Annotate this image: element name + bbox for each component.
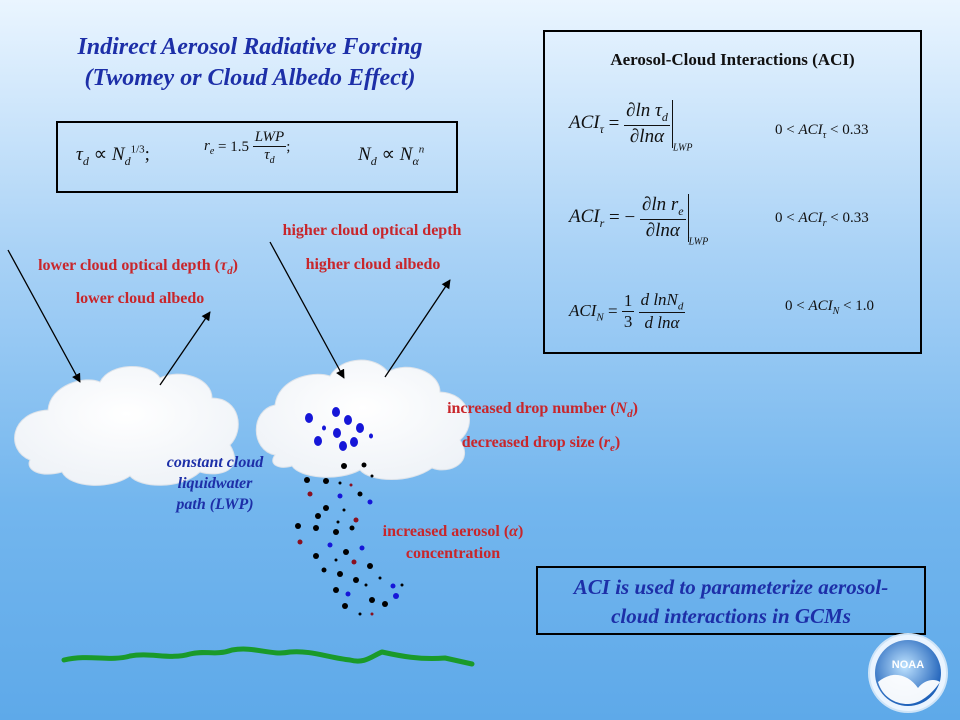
aci-n-equation: ACIN = 1 3 d lnNd d lnα (569, 290, 686, 333)
left-cloud-shape (14, 366, 239, 486)
reflected-radiation-left-arrow (159, 311, 211, 386)
cloud-droplets (305, 407, 373, 451)
relation-re-lwp: re = 1.5 LWP τd ; (204, 129, 291, 166)
aerosol-concentration-label: increased aerosol (α) concentration (382, 523, 524, 562)
title-line-2: (Twomey or Cloud Albedo Effect) (84, 65, 416, 91)
aerosol-particle (295, 523, 301, 529)
ground-line (61, 646, 475, 667)
aerosol-particle (323, 505, 329, 511)
aerosol-particle (361, 462, 367, 468)
aerosol-particle (378, 576, 382, 580)
aerosol-particle (342, 603, 348, 609)
relations-box: τd ∝ Nd1/3; re = 1.5 LWP τd ; Nd ∝ Nαn (56, 121, 458, 193)
aerosol-particle (358, 612, 362, 616)
right-cloud-optical-depth-label: higher cloud optical depth (282, 222, 462, 239)
aci-r-range: 0 < ACIr < 0.33 (775, 210, 869, 229)
aerosol-particle (364, 583, 368, 587)
aerosol-particle (353, 517, 359, 523)
aerosol-particle (367, 499, 373, 505)
noaa-logo: NOAA (868, 633, 948, 713)
aerosol-particle (323, 478, 329, 484)
incoming-radiation-right-arrow (269, 241, 345, 379)
aerosol-particle (333, 529, 339, 535)
aerosol-particle (333, 587, 339, 593)
left-cloud (14, 366, 239, 486)
aerosol-particle (297, 539, 303, 545)
slide-title: Indirect Aerosol Radiative Forcing (Twom… (0, 32, 500, 94)
cloud-droplet (369, 433, 373, 439)
aci-tau-range: 0 < ACIτ < 0.33 (775, 122, 869, 141)
aci-tau-equation: ACIτ = ∂ln τd ∂lnα LWP (569, 100, 693, 154)
lwp-over-tau-fraction: LWP τd (252, 129, 287, 166)
noaa-seagull-icon (878, 674, 940, 704)
aerosol-particle (337, 493, 343, 499)
aerosol-particle (313, 525, 319, 531)
aci-note-box: ACI is used to parameterize aerosol- clo… (536, 566, 926, 635)
cloud-droplet (322, 425, 326, 431)
right-cloud (255, 359, 470, 480)
aerosol-particle (315, 513, 321, 519)
aerosol-particle (304, 477, 310, 483)
drop-number-label: increased drop number (Nd) (447, 400, 638, 421)
aerosol-particle (343, 549, 349, 555)
aerosol-particle (341, 463, 347, 469)
aerosol-particle (321, 567, 327, 573)
aerosol-particles (295, 462, 404, 616)
aerosol-particle (370, 612, 374, 616)
left-cloud-albedo-label: lower cloud albedo (75, 290, 205, 307)
aerosol-particle (342, 508, 346, 512)
note-line-1: ACI is used to parameterize aerosol- (573, 575, 889, 599)
aerosol-particle (370, 474, 374, 478)
cloud-droplet (350, 437, 358, 447)
aerosol-particle (357, 491, 363, 497)
title-line-1: Indirect Aerosol Radiative Forcing (77, 34, 423, 60)
left-cloud-optical-depth-label: lower cloud optical depth (τd) (38, 257, 238, 278)
aerosol-particle (338, 481, 342, 485)
drop-size-label: decreased drop size (re) (461, 434, 621, 455)
aerosol-particle (334, 558, 338, 562)
cloud-droplet (339, 441, 347, 451)
aerosol-particle (400, 583, 404, 587)
noaa-logo-text: NOAA (892, 659, 924, 671)
aci-r-equation: ACIr = − ∂ln re ∂lnα LWP (569, 194, 709, 248)
cloud-droplet (356, 423, 364, 433)
aci-box: Aerosol-Cloud Interactions (ACI) ACIτ = … (543, 30, 922, 354)
cloud-droplet (333, 428, 341, 438)
aerosol-particle (359, 545, 365, 551)
aerosol-particle (351, 559, 357, 565)
cloud-droplet (332, 407, 340, 417)
cloud-droplet (314, 436, 322, 446)
aerosol-particle (307, 491, 313, 497)
right-cloud-shape (255, 359, 470, 480)
aerosol-particle (337, 571, 343, 577)
aci-title: Aerosol-Cloud Interactions (ACI) (610, 50, 855, 69)
incoming-radiation-left-arrow (7, 249, 81, 383)
aerosol-particle (369, 597, 375, 603)
cloud-droplet (344, 415, 352, 425)
aci-n-range: 0 < ACIN < 1.0 (785, 298, 875, 317)
note-line-2: cloud interactions in GCMs (611, 604, 851, 628)
aerosol-particle (336, 520, 340, 524)
aerosol-particle (393, 593, 399, 599)
aerosol-particle (367, 563, 373, 569)
cloud-droplet (305, 413, 313, 423)
aerosol-particle (327, 542, 333, 548)
reflected-radiation-right-arrow (384, 279, 451, 378)
lwp-label: constant cloud liquidwater path (LWP) (166, 454, 264, 513)
aerosol-particle (382, 601, 388, 607)
aerosol-particle (349, 483, 353, 487)
aerosol-particle (353, 577, 359, 583)
relation-nd-alpha: Nd ∝ Nαn (358, 143, 425, 168)
aerosol-particle (313, 553, 319, 559)
aerosol-particle (345, 591, 351, 597)
aerosol-particle (349, 525, 355, 531)
relation-tau-nd: τd ∝ Nd1/3; (76, 143, 150, 168)
right-cloud-albedo-label: higher cloud albedo (305, 256, 441, 273)
aerosol-particle (390, 583, 396, 589)
